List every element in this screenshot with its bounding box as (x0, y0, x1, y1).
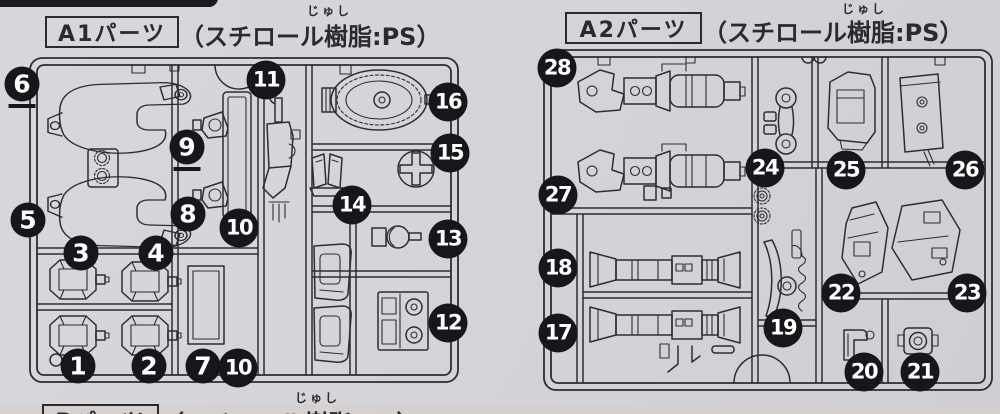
part-badge-9: 9 (169, 129, 205, 165)
part-claw-5 (47, 176, 192, 249)
part-badge-2: 2 (131, 348, 167, 384)
part-badge-24: 24 (745, 148, 785, 188)
part-badge-18: 18 (538, 248, 578, 288)
part-badge-underline-9 (173, 167, 201, 171)
part-bazooka-17-grips (659, 343, 701, 373)
part-badge-20: 20 (844, 352, 884, 392)
furigana-b: じゅし (295, 391, 341, 405)
photo-edge-tint (0, 405, 1000, 414)
part-badge-5: 5 (10, 202, 46, 238)
part-box-25 (827, 71, 876, 151)
part-small-bar (711, 345, 735, 354)
black-label-bar (0, 0, 218, 7)
runner-a2-label-box: A2パーツ (565, 12, 702, 44)
runner-a2-label: A2パーツ (579, 18, 688, 43)
part-badge-10: 10 (218, 348, 258, 388)
part-badge-27: 27 (538, 175, 578, 215)
part-badge-19: 19 (763, 308, 803, 348)
runner-a1-label: A1パーツ (58, 22, 166, 47)
part-gears (753, 187, 771, 225)
part-badge-14: 14 (332, 185, 372, 225)
part-badge-25: 25 (826, 150, 866, 190)
part-badge-1: 1 (60, 348, 96, 384)
part-badge-22: 22 (821, 273, 861, 313)
part-rifle-27 (577, 143, 746, 193)
part-badge-28: 28 (537, 48, 577, 88)
part-gear-plate (87, 148, 119, 188)
part-panel-26 (899, 73, 944, 167)
runner-a1-material: （スチロール樹脂:PS） (180, 23, 441, 51)
part-badge-4: 4 (138, 235, 174, 271)
part-rifle-28 (577, 63, 746, 113)
part-badge-15: 15 (430, 133, 470, 173)
part-badge-3: 3 (63, 235, 99, 271)
part-badge-13: 13 (428, 219, 468, 259)
part-armor-23 (891, 199, 961, 281)
sprue-a2-drawing (543, 49, 993, 391)
part-bazooka-18 (589, 251, 741, 289)
part-plate-7 (187, 265, 225, 345)
part-bolt-21 (897, 327, 939, 355)
part-cross-disc-15 (397, 150, 435, 188)
runner-b-label-box: Bパーツ (42, 404, 159, 414)
runner-a2-material: （スチロール樹脂:PS） (703, 19, 964, 47)
part-badge-16: 16 (428, 82, 468, 122)
part-joint-24 (763, 87, 797, 155)
part-dome-16 (321, 69, 440, 131)
part-rifle-27-grips (643, 185, 672, 201)
part-badge-underline-6 (8, 104, 36, 108)
part-block-12 (377, 291, 429, 351)
part-shield-coil-19 (763, 229, 807, 317)
part-socket-13 (371, 225, 422, 249)
runner-b-material: （スチロール樹脂:PS） (160, 404, 420, 414)
runner-b-label: Bパーツ (55, 404, 145, 414)
part-badge-10: 10 (219, 208, 259, 248)
part-badge-21: 21 (900, 352, 940, 392)
part-badge-17: 17 (538, 313, 578, 353)
furigana-a1: じゅし (307, 4, 353, 18)
part-armor-22 (841, 201, 889, 285)
part-badge-7: 7 (185, 348, 221, 384)
runner-a1-label-box: A1パーツ (45, 16, 179, 48)
part-foot-10a (313, 243, 352, 301)
part-foot-10b (313, 305, 352, 363)
part-badge-8: 8 (170, 196, 206, 232)
part-badge-6: 6 (4, 66, 40, 102)
part-badge-11: 11 (246, 60, 286, 100)
part-badge-12: 12 (428, 303, 468, 343)
part-rifle-11 (262, 94, 301, 223)
part-badge-23: 23 (947, 273, 987, 313)
part-badge-26: 26 (945, 150, 985, 190)
sprue-a2-frame (543, 49, 993, 391)
part-bazooka-17 (589, 306, 741, 344)
furigana-a2: じゅし (842, 2, 888, 16)
